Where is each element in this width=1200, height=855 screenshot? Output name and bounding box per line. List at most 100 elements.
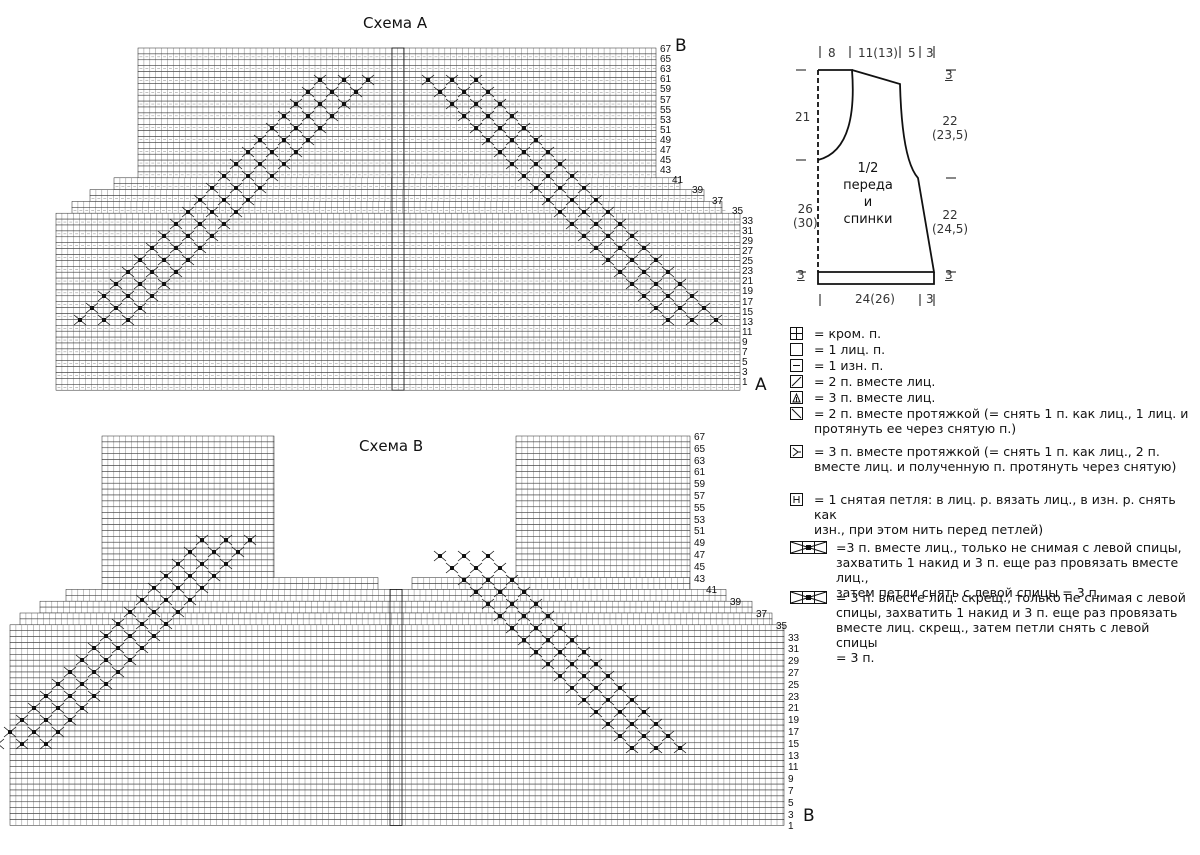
lattice-dot (486, 138, 490, 142)
chart-row (55, 271, 741, 279)
dim-top-1: 8 (828, 46, 836, 60)
chart-row (515, 518, 691, 525)
row-number: 3 (742, 367, 748, 379)
chart-row (101, 471, 275, 478)
lattice-dot (498, 590, 502, 594)
lattice-dot (618, 222, 622, 226)
lattice-dot (474, 590, 478, 594)
lattice-dot (558, 626, 562, 630)
lattice-dot (474, 78, 478, 82)
chart-row (101, 530, 275, 537)
chart-row (101, 482, 275, 490)
lattice-dot (224, 562, 228, 566)
lattice-dot (654, 282, 658, 286)
lattice-dot (522, 590, 526, 594)
lattice-dot (116, 622, 120, 626)
row-number: 57 (694, 491, 706, 502)
dim-left-2: 26 (30) (793, 202, 818, 230)
chart-row (19, 618, 773, 626)
lattice-dot (150, 270, 154, 274)
lattice-dot (282, 162, 286, 166)
chart-row (101, 518, 275, 525)
chart-row (101, 541, 275, 549)
row-number: 13 (742, 316, 754, 328)
chart-b-title: Схема В (359, 437, 424, 455)
neckline (817, 69, 854, 161)
lattice-dot (498, 566, 502, 570)
lattice-dot (188, 574, 192, 578)
row-number: 45 (694, 561, 706, 573)
row-number: 33 (788, 632, 800, 644)
lattice-dot (176, 610, 180, 614)
chart-row (9, 789, 785, 797)
lattice-dot (104, 634, 108, 638)
lattice-dot (606, 234, 610, 238)
lattice-dot (104, 682, 108, 686)
lattice-dot (306, 90, 310, 94)
schematic-center-label: 1/2 переда и спинки (843, 161, 893, 227)
lattice-dot (114, 306, 118, 310)
k3tog-icon (790, 391, 803, 404)
lattice-dot (630, 746, 634, 750)
chart-row (515, 471, 691, 478)
lattice-dot (102, 318, 106, 322)
row-number: 41 (706, 585, 718, 597)
chart-row (55, 319, 741, 326)
lattice-dot (642, 246, 646, 250)
chart-row (55, 224, 741, 232)
chart-row (9, 813, 785, 820)
lattice-dot (666, 294, 670, 298)
chart-row (9, 807, 785, 814)
row-number: 21 (788, 703, 800, 715)
row-number: 65 (694, 443, 706, 455)
chart-b-end-label: B (803, 806, 815, 826)
chart-row (55, 212, 741, 220)
lattice-dot (486, 602, 490, 606)
lattice-dot (618, 710, 622, 714)
lattice-dot (450, 102, 454, 106)
dim-bottom-2: 3 (926, 292, 934, 306)
lattice-dot (104, 658, 108, 662)
lattice-dot (8, 730, 12, 734)
lattice-dot (150, 294, 154, 298)
row-number: 15 (788, 738, 800, 750)
chart-row (515, 541, 691, 549)
chart-row (101, 447, 275, 454)
lattice-dot (654, 258, 658, 262)
lattice-dot (582, 234, 586, 238)
chart-row (515, 441, 691, 449)
chart-row (9, 630, 785, 637)
lattice-dot (68, 670, 72, 674)
row-number: 35 (732, 205, 744, 217)
chart-b-grid (0, 435, 785, 826)
dim-top-3: 5 (908, 46, 916, 60)
chart-row (55, 260, 741, 267)
lattice-dot (68, 694, 72, 698)
lattice-dot (116, 646, 120, 650)
lattice-dot (618, 270, 622, 274)
chart-row (515, 565, 691, 572)
lattice-dot (522, 150, 526, 154)
chart-row (137, 94, 657, 102)
chart-row (55, 330, 741, 338)
lattice-dot (162, 258, 166, 262)
side-mark-2: 3 (797, 268, 805, 282)
chart-row (101, 506, 275, 513)
wrap-k3-tbl-icon (790, 591, 827, 604)
row-number: 43 (660, 165, 672, 177)
lattice-dot (678, 746, 682, 750)
chart-row (101, 524, 275, 531)
lattice-dot (594, 198, 598, 202)
lattice-dot (80, 682, 84, 686)
row-number: 61 (660, 74, 672, 86)
lattice-dot (188, 550, 192, 554)
lattice-dot (294, 102, 298, 106)
lattice-dot (294, 126, 298, 130)
chart-row (515, 447, 691, 454)
lattice-dot (606, 674, 610, 678)
lattice-dot (618, 246, 622, 250)
lattice-dot (474, 102, 478, 106)
lattice-dot (44, 694, 48, 698)
chart-row (515, 465, 691, 472)
lattice-dot (174, 222, 178, 226)
